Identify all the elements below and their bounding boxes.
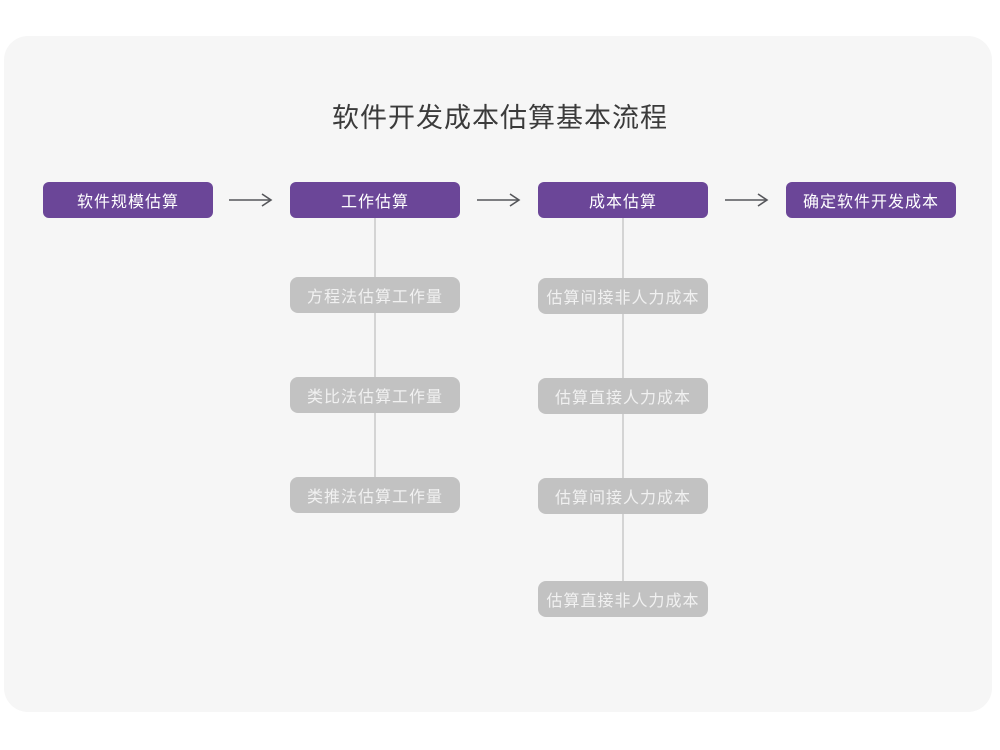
right-arrow-icon [724, 192, 770, 208]
diagram-title: 软件开发成本估算基本流程 [332, 103, 668, 133]
flow-step-determine-development-cost: 确定软件开发成本 [786, 182, 956, 218]
branch-node-direct-labor-cost: 估算直接人力成本 [538, 378, 708, 414]
right-arrow-icon [476, 192, 522, 208]
flow-step-work-estimation: 工作估算 [290, 182, 460, 218]
flow-step-cost-estimation: 成本估算 [538, 182, 708, 218]
branch-node-indirect-labor-cost: 估算间接人力成本 [538, 478, 708, 514]
branch-node-extrapolation-method: 类推法估算工作量 [290, 477, 460, 513]
branch-node-equation-method: 方程法估算工作量 [290, 277, 460, 313]
right-arrow-icon [228, 192, 274, 208]
flow-step-software-scale-estimation: 软件规模估算 [43, 182, 213, 218]
branch-node-indirect-nonlabor-cost: 估算间接非人力成本 [538, 278, 708, 314]
canvas-card [4, 36, 992, 712]
connector-line-work-branch [374, 218, 376, 510]
branch-node-analogy-method: 类比法估算工作量 [290, 377, 460, 413]
branch-node-direct-nonlabor-cost: 估算直接非人力成本 [538, 581, 708, 617]
